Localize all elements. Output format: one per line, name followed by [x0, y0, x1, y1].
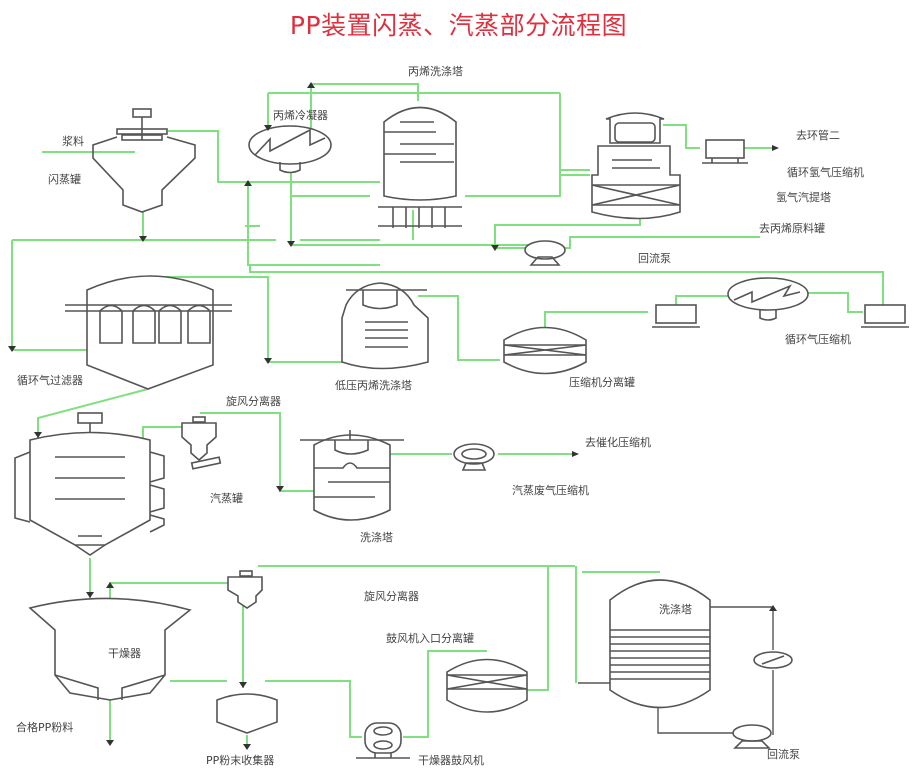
- label-flash-tank: 闪蒸罐: [48, 172, 81, 186]
- scrubber-bottom[interactable]: [578, 579, 774, 735]
- label-to-catalytic-compressor: 去催化压缩机: [585, 435, 651, 449]
- pp-powder-collector[interactable]: [216, 693, 278, 734]
- label-propylene-condenser: 丙烯冷凝器: [273, 108, 328, 122]
- propylene-condenser[interactable]: [248, 125, 332, 174]
- label-recycle-h2-compressor: 循环氢气压缩机: [787, 165, 864, 179]
- process-pipes: [11, 83, 884, 748]
- label-slurry: 浆料: [62, 134, 84, 148]
- agitator-motor-icon: [77, 412, 103, 424]
- label-h2-stripper: 氢气汽提塔: [776, 190, 831, 204]
- label-cyclone-bottom: 旋风分离器: [364, 589, 419, 603]
- label-pp-powder-collector: PP粉末收集器: [206, 753, 274, 767]
- compressor-separator-tank[interactable]: [503, 326, 587, 375]
- scrubber-middle[interactable]: [300, 430, 404, 521]
- label-cyclone-top: 旋风分离器: [226, 394, 281, 408]
- label-blower-inlet-separator: 鼓风机入口分离罐: [386, 631, 474, 645]
- cyclone-separator-bottom[interactable]: [227, 570, 263, 609]
- label-to-propylene-feed-tank: 去丙烯原料罐: [759, 221, 825, 235]
- label-steamer: 汽蒸罐: [210, 491, 243, 505]
- reflux-cooler[interactable]: [753, 651, 793, 669]
- hydrogen-stripper[interactable]: [591, 112, 681, 220]
- label-propylene-wash-tower: 丙烯洗涤塔: [408, 64, 463, 78]
- flow-arrows: [8, 82, 779, 750]
- label-recycle-gas-filter: 循环气过滤器: [17, 373, 83, 387]
- label-low-pressure-wash-tower: 低压丙烯洗涤塔: [335, 378, 412, 392]
- steam-offgas-compressor[interactable]: [453, 443, 495, 471]
- agitator-motor-icon: [132, 108, 152, 118]
- recycle-gas-compressor-right[interactable]: [861, 304, 909, 328]
- recycle-gas-compressor-left[interactable]: [652, 304, 700, 328]
- label-reflux-pump-top: 回流泵: [638, 251, 671, 265]
- steamer-tank[interactable]: [14, 412, 165, 556]
- cyclone-separator-top[interactable]: [181, 416, 222, 470]
- propylene-wash-tower[interactable]: [378, 106, 462, 229]
- label-scrubber-mid: 洗涤塔: [360, 530, 393, 544]
- label-qualified-pp-powder: 合格PP粉料: [16, 720, 73, 734]
- label-steam-offgas-compressor: 汽蒸废气压缩机: [512, 483, 589, 497]
- label-reflux-pump-bottom: 回流泵: [767, 747, 800, 761]
- dryer[interactable]: [28, 597, 192, 701]
- reflux-pump-top[interactable]: [524, 240, 566, 266]
- low-pressure-propylene-wash-tower[interactable]: [341, 282, 429, 370]
- flash-tank[interactable]: [92, 108, 196, 213]
- blower-inlet-separator[interactable]: [446, 658, 528, 713]
- dryer-blower[interactable]: [356, 722, 410, 759]
- label-scrubber-bottom: 洗涤塔: [659, 602, 692, 616]
- recycle-gas-filter[interactable]: [65, 275, 232, 390]
- label-dryer: 干燥器: [108, 647, 141, 660]
- label-recycle-gas-compressor: 循环气压缩机: [785, 332, 851, 346]
- label-compressor-separator: 压缩机分离罐: [569, 375, 635, 389]
- label-dryer-blower: 干燥器鼓风机: [418, 753, 484, 767]
- recycle-hydrogen-compressor[interactable]: [702, 139, 748, 164]
- diagram-labels: 浆料 闪蒸罐 丙烯冷凝器 丙烯洗涤塔 去环管二 循环氢气压缩机 氢气汽提塔 去丙…: [16, 64, 864, 767]
- recycle-gas-cooler[interactable]: [727, 277, 809, 321]
- label-to-loop-2: 去环管二: [796, 128, 840, 142]
- reflux-pump-bottom[interactable]: [732, 724, 772, 749]
- diagram-title: PP装置闪蒸、汽蒸部分流程图: [289, 11, 628, 40]
